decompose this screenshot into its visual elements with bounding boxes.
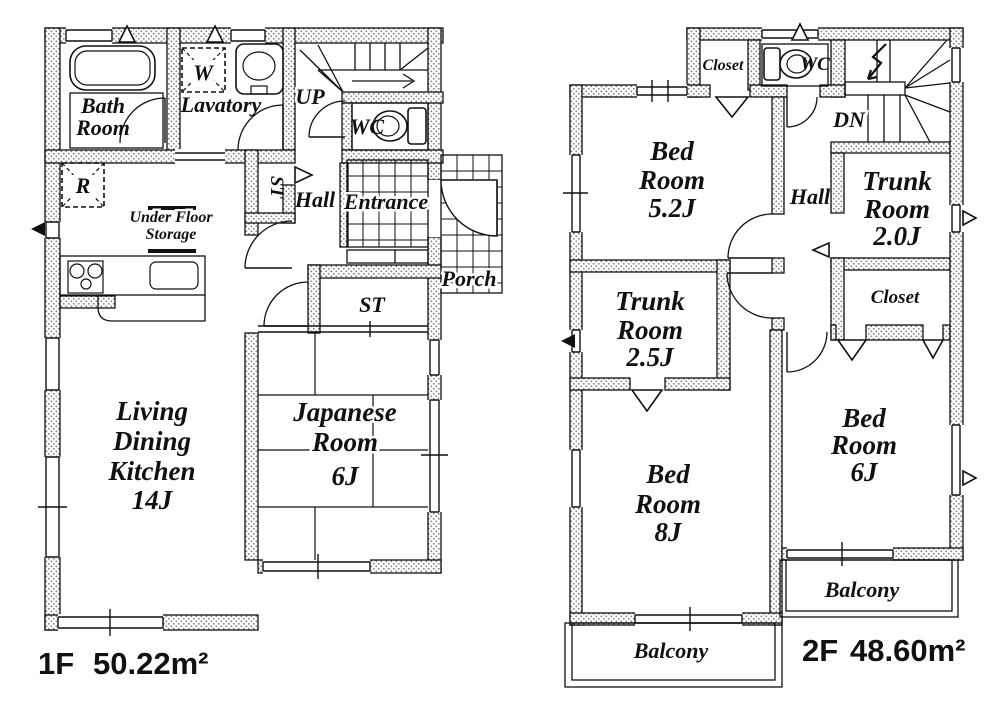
label-st-niche: ST	[266, 176, 287, 200]
label-bed-8: 8J	[655, 517, 684, 547]
sliding-door	[258, 321, 428, 337]
stove-icon	[67, 260, 104, 294]
door-arc	[119, 97, 166, 144]
label-closet-mid: Closet	[871, 287, 920, 308]
closet-opening-icon	[921, 339, 945, 360]
door-arc	[237, 104, 284, 151]
washing-machine-icon	[181, 47, 226, 93]
label-closet-top: Closet	[703, 57, 744, 74]
door-arcs-2f	[726, 96, 828, 373]
floor1-area: 50.22m²	[93, 646, 208, 681]
label-trunk-25: Room	[616, 315, 683, 345]
door-arc	[308, 100, 346, 138]
down-arrow-icon	[866, 43, 887, 81]
entrance-tile-grid	[346, 159, 429, 264]
tatami-grid	[258, 321, 428, 560]
label-trunk-25: Trunk	[615, 286, 685, 316]
entrance-step	[346, 249, 429, 264]
door-arc	[786, 331, 828, 373]
balcony-left-outline	[564, 622, 783, 688]
label-ldk: Dining	[112, 426, 191, 456]
refrigerator-icon	[61, 162, 105, 208]
label-trunk-20: Room	[863, 194, 930, 224]
floor-plan-2f: Closet WC DN Bed Room 5.2J Hall Trunk Ro…	[561, 22, 978, 688]
label-porch: Porch	[441, 266, 497, 291]
label-balcony-right: Balcony	[824, 577, 900, 602]
label-ldk: 14J	[132, 485, 174, 515]
vent-arrow-icon	[561, 334, 575, 348]
opening-marker-icon	[962, 469, 978, 487]
wash-basin-icon	[235, 43, 284, 95]
balcony-right-outline	[779, 559, 959, 618]
label-bed-6: Bed	[841, 403, 886, 433]
label-japanese-room: 6J	[332, 461, 361, 491]
label-washer: W	[193, 60, 214, 85]
label-fridge: R	[75, 173, 91, 198]
label-under-floor: Under Floor	[129, 209, 213, 226]
closet-opening-icon	[630, 389, 664, 413]
kitchen-counter-icon	[59, 255, 206, 322]
label-japanese-room: Japanese	[292, 397, 397, 427]
opening-marker-icon	[294, 165, 314, 185]
opening-marker-icon	[962, 209, 978, 227]
staircase-1f-icon	[299, 43, 429, 93]
windows-1f	[31, 27, 448, 636]
door-arc	[263, 281, 309, 327]
label-up: UP	[295, 84, 325, 109]
closet-opening-icon	[836, 339, 868, 362]
roof-vent-icon	[117, 24, 137, 43]
label-trunk-20: 2.0J	[872, 221, 922, 251]
label-bed-52: 5.2J	[648, 193, 697, 223]
staircase-2f-icon	[844, 39, 951, 143]
closet-opening-icon	[714, 96, 750, 119]
porch-tile-grid	[440, 154, 503, 294]
label-ldk: Kitchen	[107, 456, 195, 486]
roof-vent-icon	[790, 22, 810, 41]
windows-2f	[561, 27, 978, 631]
toilet-icon-2f	[761, 43, 829, 87]
kitchen-sink-icon	[149, 261, 199, 290]
label-bed-52: Bed	[649, 136, 694, 166]
label-ldk: Living	[115, 396, 188, 426]
up-arrow-icon	[402, 73, 416, 89]
label-bed-52: Room	[638, 165, 705, 195]
entrance-door-arc	[440, 179, 498, 237]
label-bed-8: Room	[634, 489, 701, 519]
door-arc	[786, 96, 818, 128]
roof-vent-icon	[205, 24, 225, 43]
label-wc-2f: WC	[800, 54, 830, 75]
label-entrance: Entrance	[343, 189, 429, 214]
closet-opening-icon	[811, 241, 830, 259]
door-arc	[726, 272, 773, 319]
label-hall-2f: Hall	[789, 184, 831, 209]
label-trunk-25: 2.5J	[625, 342, 675, 372]
floor2-title: 2F	[802, 633, 838, 668]
bathtub-icon	[69, 45, 164, 149]
under-floor-storage-hatch	[148, 206, 196, 253]
label-dn: DN	[832, 107, 866, 132]
label-wc-1f: WC	[350, 114, 385, 139]
label-balcony-left: Balcony	[633, 638, 709, 663]
label-lavatory: Lavatory	[180, 92, 262, 117]
door-arc	[244, 220, 293, 269]
label-under-floor: Storage	[146, 226, 197, 243]
floor2-area: 48.60m²	[850, 633, 965, 668]
label-trunk-20: Trunk	[862, 166, 932, 196]
vent-arrow-icon	[31, 222, 45, 236]
label-bed-6: Room	[830, 430, 897, 460]
label-bed-8: Bed	[645, 459, 690, 489]
door-arc	[727, 213, 773, 259]
door-arcs-1f	[119, 97, 346, 327]
toilet-icon-1f	[351, 102, 429, 151]
label-st-closet: ST	[359, 292, 386, 317]
floor-plan-1f: Bath Room Lavatory W R UP WC ST Hall Ent…	[31, 24, 503, 681]
label-bath-room: Bath	[80, 93, 125, 118]
label-bath-room: Room	[75, 115, 130, 140]
label-bed-6: 6J	[851, 457, 880, 487]
label-hall-1f: Hall	[294, 187, 336, 212]
floor1-title: 1F	[38, 646, 74, 681]
label-japanese-room: Room	[311, 427, 378, 457]
